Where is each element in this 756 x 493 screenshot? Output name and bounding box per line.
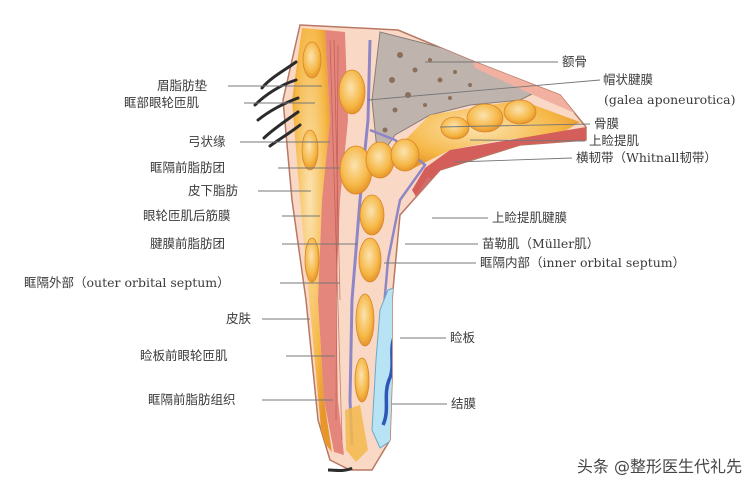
label-muller: 苗勒肌（Müller肌） [482, 236, 599, 251]
right-labels: 额骨 帽状腱膜 (galea aponeurotica) 骨膜 上睑提肌 横韧带… [450, 54, 735, 411]
brow-fat-lobules [301, 41, 537, 283]
right-leaders [367, 61, 601, 405]
septum-line [348, 39, 372, 446]
label-galea-latin: (galea aponeurotica) [604, 92, 735, 107]
preaponeurotic-fat [338, 69, 420, 403]
label-pretarsal-orbicularis: 睑板前眼轮匝肌 [140, 348, 228, 363]
eyelash [327, 466, 353, 472]
bone-pores [382, 52, 472, 133]
label-outer-septum: 眶隔外部（outer orbital septum） [24, 275, 230, 290]
label-inner-septum: 眶隔内部（inner orbital septum） [480, 255, 685, 270]
orbicularis-muscle [318, 30, 348, 455]
label-brow-fat-pad: 眉脂肪垫 [157, 78, 208, 93]
label-periosteum: 骨膜 [594, 116, 619, 131]
label-skin: 皮肤 [226, 311, 252, 326]
muscle-fibres [329, 39, 343, 441]
left-leaders [228, 85, 358, 401]
label-galea: 帽状腱膜 [603, 72, 653, 87]
left-labels: 眉脂肪垫 眶部眼轮匝肌 弓状缘 眶隔前脂肪团 皮下脂肪 眼轮匝肌后筋膜 腱膜前脂… [24, 78, 252, 407]
label-conjunctiva: 结膜 [451, 396, 476, 411]
label-levator: 上睑提肌 [589, 133, 640, 148]
watermark: 头条 @整形医生代礼先 [576, 457, 742, 476]
brow-hairs [253, 60, 302, 148]
label-levator-aponeurosis: 上睑提肌腱膜 [492, 210, 567, 225]
label-roof: 眼轮匝肌后筋膜 [143, 208, 231, 223]
label-arcus-marginalis: 弓状缘 [188, 134, 226, 149]
label-orbital-orbicularis: 眶部眼轮匝肌 [124, 95, 200, 110]
label-tarsus: 睑板 [450, 330, 476, 345]
levator-muscle [412, 127, 586, 200]
label-whitnall: 横韧带（Whitnall韧带） [576, 150, 717, 165]
label-subcutaneous-fat: 皮下脂肪 [188, 183, 238, 198]
label-preaponeurotic-fat: 腱膜前脂肪团 [150, 236, 225, 251]
label-preseptal-fat: 眶隔前脂肪团 [150, 160, 225, 175]
label-frontal-bone: 额骨 [562, 54, 587, 69]
pretarsal-fat [345, 405, 368, 462]
label-preseptal-fat-tissue: 眶隔前脂肪组织 [148, 392, 236, 407]
